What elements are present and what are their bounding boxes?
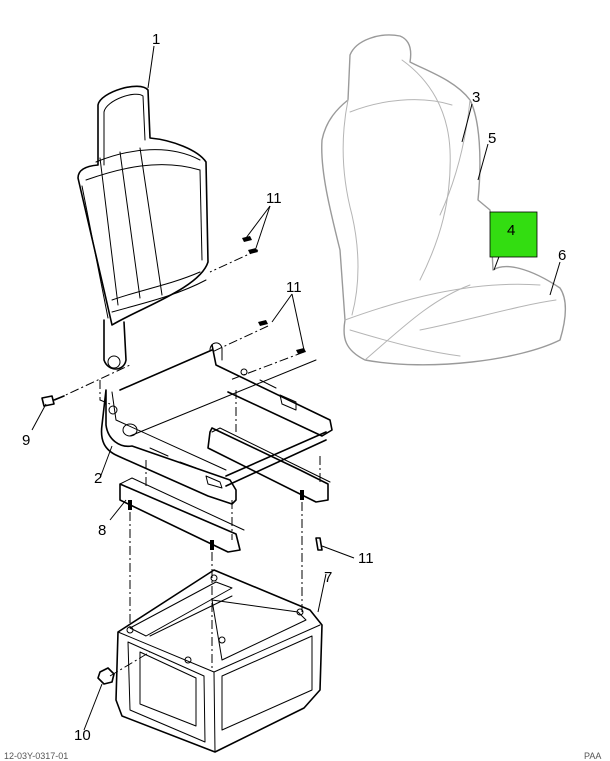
leader-lines: [31, 45, 561, 731]
seat-assembly: [321, 34, 566, 366]
callout-3: 3: [472, 89, 480, 106]
figure-code: 12-03Y-0317-01: [4, 751, 68, 761]
seat-adjuster-frame: [100, 342, 333, 553]
callout-labels: 1 2 3 4 5 6 7 8 9 10 11 11 11: [22, 31, 566, 744]
callout-5: 5: [488, 130, 496, 147]
callout-11-lower: 11: [358, 550, 374, 567]
assembly-centerlines: [54, 249, 321, 677]
figure-suffix: PAA: [584, 751, 601, 761]
callout-1: 1: [152, 31, 160, 48]
callout-2: 2: [94, 470, 102, 487]
callout-8: 8: [98, 522, 106, 539]
callout-4: 4: [507, 222, 515, 239]
highlight-box: [489, 211, 538, 258]
callout-6: 6: [558, 247, 566, 264]
callout-11-upper: 11: [266, 190, 282, 207]
fasteners: [41, 236, 323, 685]
seat-back-frame: [77, 85, 209, 370]
seat-base-riser: [115, 569, 323, 753]
callout-7: 7: [324, 569, 332, 586]
callout-9: 9: [22, 432, 30, 449]
callout-10: 10: [74, 727, 91, 744]
callout-11-middle: 11: [286, 279, 302, 296]
